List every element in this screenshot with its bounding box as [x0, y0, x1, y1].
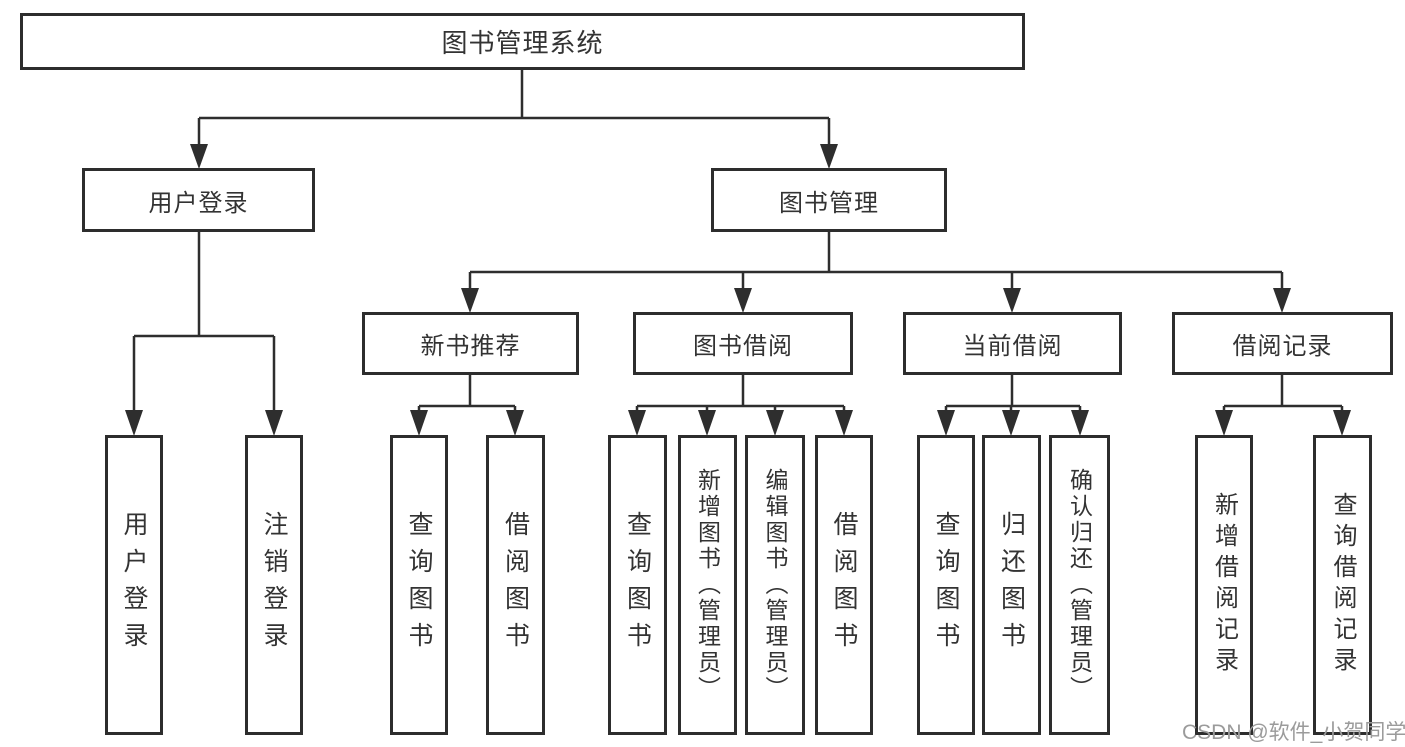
leaf-confirm-return-admin: 确认归还（管理员）: [1049, 435, 1110, 735]
leaf-return-books: 归还图书: [982, 435, 1041, 735]
arrowheads: [125, 144, 1351, 436]
node-book-management: 图书管理: [711, 168, 947, 232]
leaf-edit-books-admin: 编辑图书（管理员）: [745, 435, 805, 735]
leaf-add-books-admin: 新增图书（管理员）: [678, 435, 737, 735]
connector-root-to-level2: [197, 70, 831, 145]
connector-login-to-leaves: [132, 232, 276, 413]
arrow-down-icon: [835, 410, 853, 436]
arrow-down-icon: [698, 410, 716, 436]
leaf-query-books-current: 查询图书: [917, 435, 975, 735]
node-user-login: 用户登录: [82, 168, 315, 232]
node-label: 用户登录: [120, 511, 148, 659]
leaf-query-books-borrow: 查询图书: [608, 435, 667, 735]
node-library-management-system: 图书管理系统: [20, 13, 1025, 70]
watermark: CSDN @软件_小贺同学: [1182, 721, 1405, 744]
arrow-down-icon: [1002, 410, 1020, 436]
node-label: 借阅记录: [1232, 333, 1333, 360]
leaf-query-books-recommend: 查询图书: [390, 435, 448, 735]
node-label: 图书管理系统: [441, 28, 604, 58]
node-label: 用户登录: [148, 189, 249, 217]
node-new-book-recommend: 新书推荐: [362, 312, 579, 375]
node-label: 注销登录: [260, 511, 288, 659]
node-label: 查询图书: [932, 511, 960, 659]
leaf-logout: 注销登录: [245, 435, 303, 735]
connector-records-to-leaves: [1222, 375, 1344, 413]
node-label: 当前借阅: [962, 333, 1063, 360]
arrow-down-icon: [820, 144, 838, 169]
node-label: 图书借阅: [693, 333, 793, 360]
arrow-down-icon: [734, 288, 752, 313]
node-label: 确认归还（管理员）: [1066, 468, 1093, 702]
leaf-borrow-books: 借阅图书: [815, 435, 873, 735]
leaf-add-borrow-record: 新增借阅记录: [1195, 435, 1253, 735]
leaf-borrow-books-recommend: 借阅图书: [486, 435, 545, 735]
arrow-down-icon: [190, 144, 208, 169]
node-label: 编辑图书（管理员）: [762, 468, 788, 702]
arrow-down-icon: [1003, 288, 1021, 313]
leaf-user-login: 用户登录: [105, 435, 163, 735]
node-label: 新增借阅记录: [1210, 492, 1238, 678]
leaf-query-borrow-record: 查询借阅记录: [1313, 435, 1372, 735]
node-label: 新书推荐: [420, 333, 521, 360]
node-label: 归还图书: [997, 511, 1026, 659]
node-label: 借阅图书: [830, 511, 858, 659]
arrow-down-icon: [410, 410, 428, 436]
arrow-down-icon: [461, 288, 479, 313]
arrow-down-icon: [265, 410, 283, 436]
node-label: 查询图书: [405, 511, 433, 659]
node-label: 借阅图书: [501, 511, 530, 659]
arrow-down-icon: [766, 410, 784, 436]
connector-management-to-level3: [468, 232, 1284, 290]
arrow-down-icon: [1273, 288, 1291, 313]
connector-recommend-to-leaves: [417, 375, 517, 413]
node-borrowing-records: 借阅记录: [1172, 312, 1393, 375]
arrow-down-icon: [628, 410, 646, 436]
node-label: 查询借阅记录: [1329, 492, 1356, 678]
connector-current-to-leaves: [944, 375, 1082, 413]
node-label: 新增图书（管理员）: [694, 468, 721, 702]
node-label: 查询图书: [623, 511, 652, 659]
node-label: 图书管理: [779, 189, 879, 217]
arrow-down-icon: [506, 410, 524, 436]
connector-borrow-to-leaves: [635, 375, 846, 413]
arrow-down-icon: [1215, 410, 1233, 436]
node-current-borrowing: 当前借阅: [903, 312, 1122, 375]
arrow-down-icon: [1333, 410, 1351, 436]
arrow-down-icon: [125, 410, 143, 436]
arrow-down-icon: [1071, 410, 1089, 436]
arrow-down-icon: [937, 410, 955, 436]
node-book-borrowing: 图书借阅: [633, 312, 853, 375]
